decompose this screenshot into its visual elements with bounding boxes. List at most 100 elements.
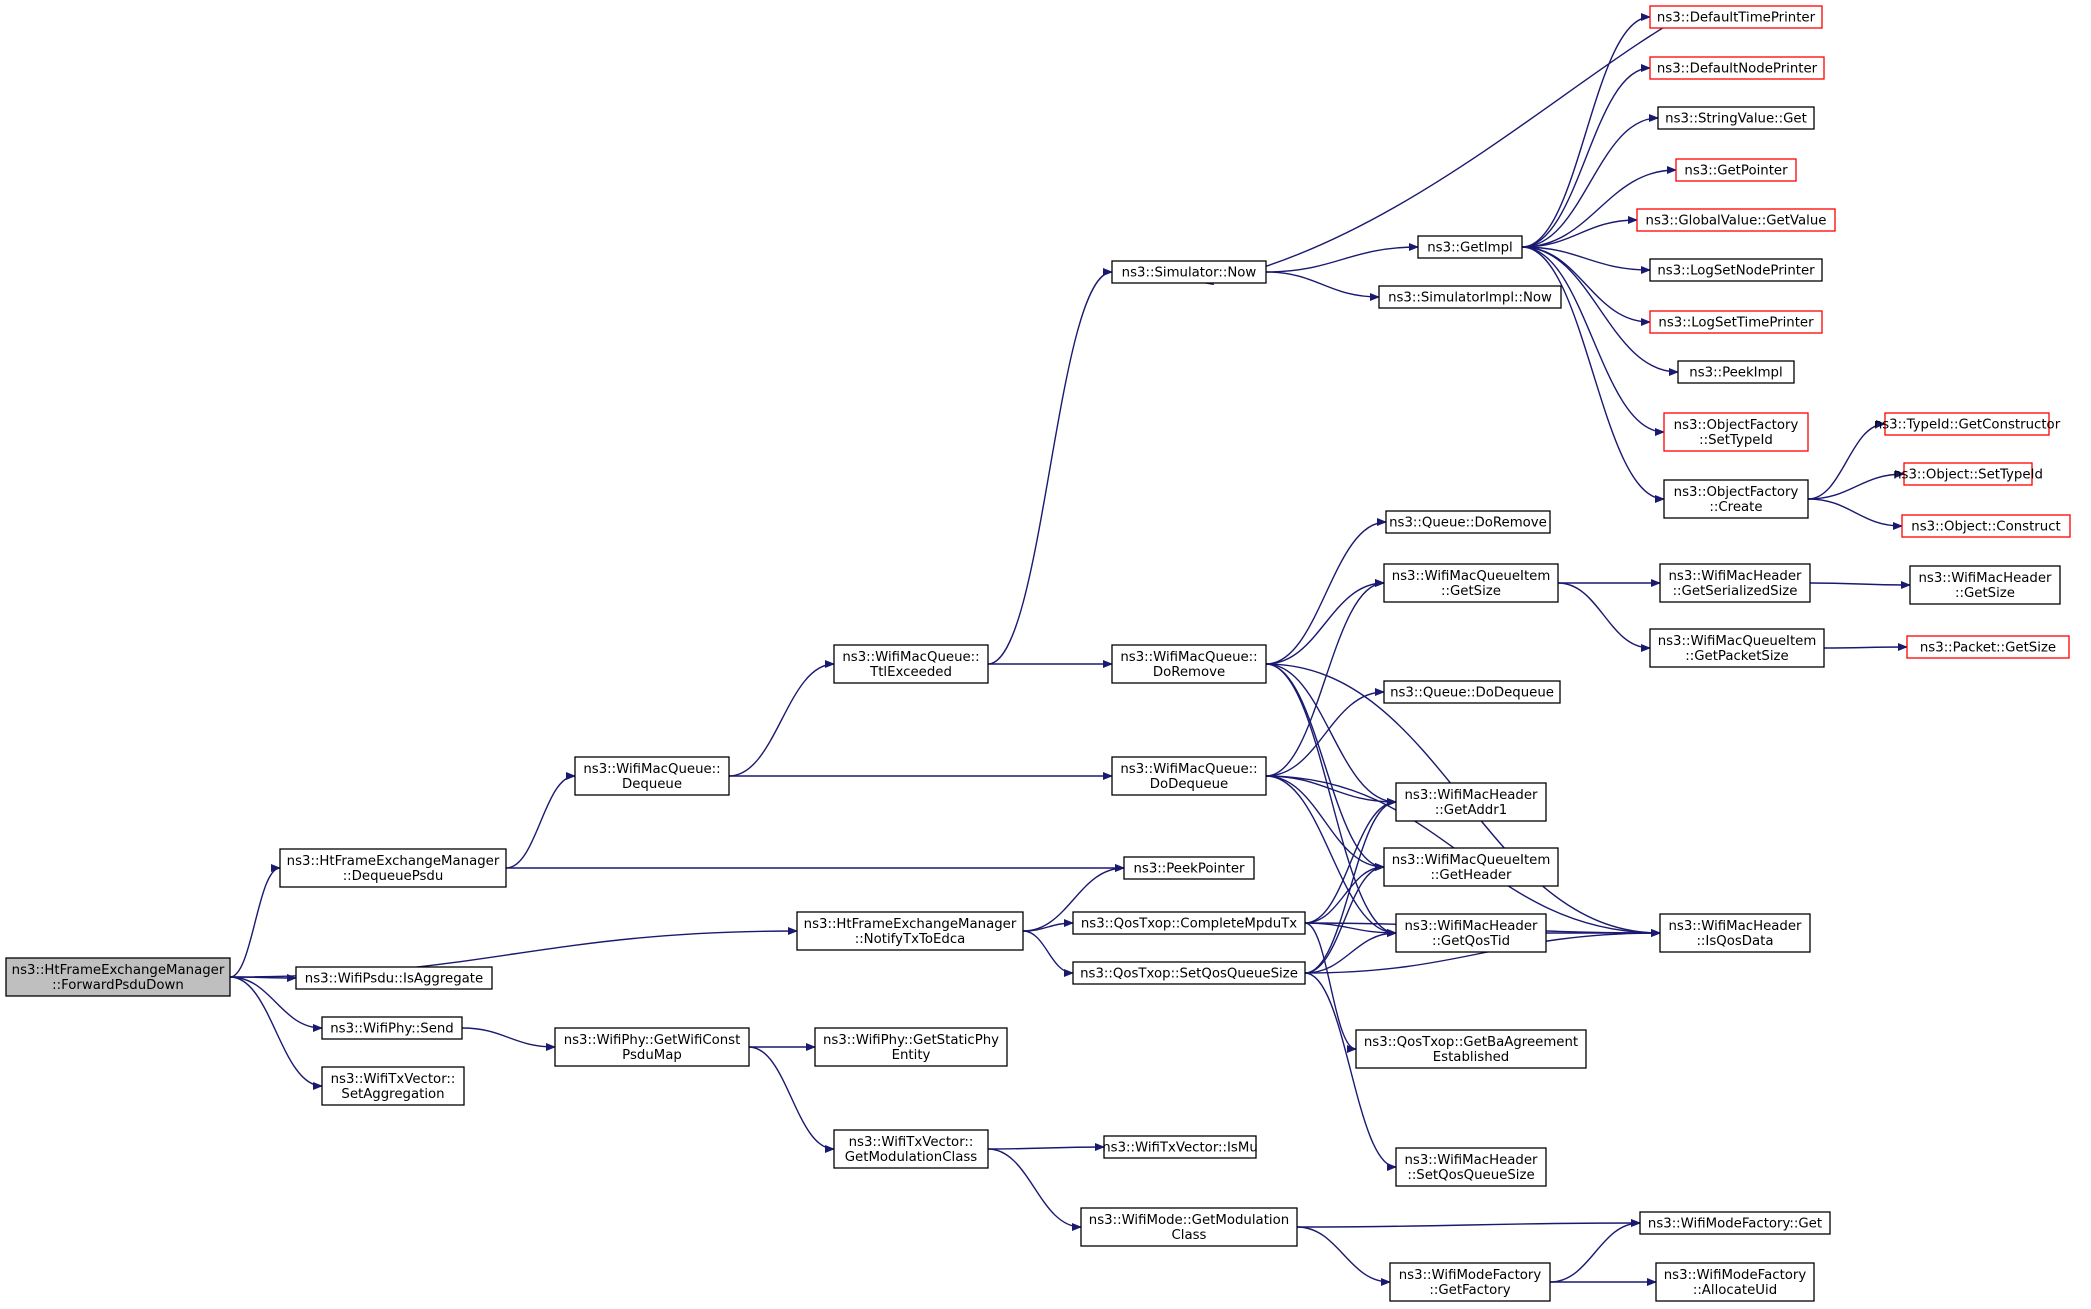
edge-notifytxtoedca-to-peekpointer — [1022, 864, 1125, 932]
node-logsettimeprinter[interactable]: ns3::LogSetTimePrinter — [1649, 310, 1823, 334]
node-objsettypeid[interactable]: ns3::Object::SetTypeId — [1893, 462, 2043, 486]
node-label: ns3::GlobalValue::GetValue — [1646, 214, 1827, 229]
node-queuedoremove[interactable]: ns3::Queue::DoRemove — [1385, 510, 1551, 534]
node-defaulttimeprinter[interactable]: ns3::DefaultTimePrinter — [1649, 5, 1823, 29]
node-isaggregate[interactable]: ns3::WifiPsdu::IsAggregate — [295, 966, 493, 990]
node-box — [1884, 412, 2050, 436]
node-notifytxtoedca[interactable]: ns3::HtFrameExchangeManager::NotifyTxToE… — [796, 911, 1024, 951]
node-box — [1072, 961, 1306, 985]
node-hdrsetqosqueuesize[interactable]: ns3::WifiMacHeader::SetQosQueueSize — [1395, 1147, 1547, 1187]
node-box — [1103, 1135, 1257, 1159]
node-label: ns3::WifiMacQueue:: — [842, 650, 979, 665]
node-getpointer[interactable]: ns3::GetPointer — [1675, 158, 1797, 182]
node-packetgetsize[interactable]: ns3::Packet::GetSize — [1906, 635, 2070, 659]
node-label: TtlExceeded — [869, 665, 952, 680]
edge-getimpl-to-globalvalueget — [1521, 216, 1638, 248]
nodes-layer: ns3::HtFrameExchangeManager::ForwardPsdu… — [5, 5, 2071, 1302]
edge-getimpl-to-getpointer — [1521, 166, 1677, 248]
node-label: Dequeue — [622, 777, 682, 792]
edge-setqosqueuesize-to-isqosdata — [1304, 929, 1661, 974]
node-box — [1383, 563, 1559, 603]
edge-modegetmodulationclass-to-modefactorygetfactory — [1296, 1226, 1391, 1286]
node-setqosqueuesize[interactable]: ns3::QosTxop::SetQosQueueSize — [1072, 961, 1306, 985]
node-label: ns3::QosTxop::GetBaAgreement — [1364, 1035, 1578, 1050]
node-getaddr1[interactable]: ns3::WifiMacHeader::GetAddr1 — [1395, 782, 1547, 822]
node-dequeuepsdu[interactable]: ns3::HtFrameExchangeManager::DequeuePsdu — [279, 848, 507, 888]
node-root[interactable]: ns3::HtFrameExchangeManager::ForwardPsdu… — [5, 957, 231, 997]
node-modegetmodulationclass[interactable]: ns3::WifiMode::GetModulationClass — [1080, 1207, 1298, 1247]
node-label: ns3::Packet::GetSize — [1920, 641, 2056, 656]
node-box — [1072, 911, 1306, 935]
node-getconstructor[interactable]: ns3::TypeId::GetConstructor — [1874, 412, 2061, 436]
node-modefactoryget[interactable]: ns3::WifiModeFactory::Get — [1639, 1211, 1831, 1235]
node-objconstruct[interactable]: ns3::Object::Construct — [1901, 514, 2071, 538]
node-label: ns3::Simulator::Now — [1122, 266, 1257, 281]
node-label: ::SetQosQueueSize — [1407, 1168, 1534, 1183]
node-box — [1657, 106, 1815, 130]
node-defaultnodeprinter[interactable]: ns3::DefaultNodePrinter — [1649, 56, 1825, 80]
node-hdrgetserializedsize[interactable]: ns3::WifiMacHeader::GetSerializedSize — [1659, 563, 1811, 603]
node-completempdutx[interactable]: ns3::QosTxop::CompleteMpduTx — [1072, 911, 1306, 935]
node-itemgetsize[interactable]: ns3::WifiMacQueueItem::GetSize — [1383, 563, 1559, 603]
edge-itemgetsize-to-itemgetpacketsize — [1557, 582, 1651, 652]
node-macqueuedoremove[interactable]: ns3::WifiMacQueue::DoRemove — [1111, 644, 1267, 684]
edge-physend-to-getwificonstpsdumap — [461, 1027, 556, 1051]
edge-macqueuedodequeue-to-getaddr1 — [1265, 775, 1397, 806]
node-macqueuedequeue[interactable]: ns3::WifiMacQueue::Dequeue — [574, 756, 730, 796]
node-txvismu[interactable]: ns3::WifiTxVector::IsMu — [1102, 1135, 1258, 1159]
node-getimpl[interactable]: ns3::GetImpl — [1417, 235, 1523, 259]
node-label: ns3::WifiMacQueue:: — [1120, 650, 1257, 665]
node-allocateuid[interactable]: ns3::WifiModeFactory::AllocateUid — [1655, 1262, 1815, 1302]
node-stringvalueget[interactable]: ns3::StringValue::Get — [1657, 106, 1815, 130]
node-label: ns3::WifiMode::GetModulation — [1089, 1213, 1289, 1228]
node-macqueuedodequeue[interactable]: ns3::WifiMacQueue::DoDequeue — [1111, 756, 1267, 796]
node-simnow[interactable]: ns3::Simulator::Now — [1111, 260, 1267, 284]
edge-defaulttimeprinter-to-simnow — [1203, 5, 1702, 286]
node-logsetnodeprinter[interactable]: ns3::LogSetNodePrinter — [1649, 258, 1823, 282]
node-globalvalueget[interactable]: ns3::GlobalValue::GetValue — [1636, 208, 1836, 232]
node-queuedodequeue[interactable]: ns3::Queue::DoDequeue — [1383, 680, 1561, 704]
node-hdrgetsize[interactable]: ns3::WifiMacHeader::GetSize — [1909, 565, 2061, 605]
node-getqostid[interactable]: ns3::WifiMacHeader::GetQosTid — [1395, 913, 1547, 953]
edge-macqueuedoremove-to-getaddr1 — [1265, 663, 1397, 806]
edge-setqosqueuesize-to-hdrsetqosqueuesize — [1304, 972, 1397, 1171]
node-label: ns3::WifiTxVector::IsMu — [1102, 1141, 1258, 1156]
node-label: ns3::DefaultNodePrinter — [1657, 62, 1818, 77]
node-simimplnow[interactable]: ns3::SimulatorImpl::Now — [1378, 285, 1562, 309]
node-box — [1909, 565, 2061, 605]
node-label: ::SetTypeId — [1699, 433, 1773, 448]
node-isqosdata[interactable]: ns3::WifiMacHeader::IsQosData — [1659, 913, 1811, 953]
node-box — [1659, 913, 1811, 953]
node-box — [833, 1129, 989, 1169]
node-ofcreate[interactable]: ns3::ObjectFactory::Create — [1663, 479, 1809, 519]
node-modefactorygetfactory[interactable]: ns3::WifiModeFactory::GetFactory — [1389, 1262, 1551, 1302]
node-label: ::GetAddr1 — [1435, 803, 1507, 818]
node-label: ::GetHeader — [1430, 868, 1512, 883]
edge-dequeuepsdu-to-macqueuedequeue — [505, 772, 576, 869]
node-box — [554, 1027, 750, 1067]
edge-macqueuedoremove-to-getqostid — [1265, 663, 1397, 937]
node-label: ns3::HtFrameExchangeManager — [12, 963, 225, 978]
node-label: PsduMap — [622, 1048, 682, 1063]
node-txvgetmodulationclass[interactable]: ns3::WifiTxVector::GetModulationClass — [833, 1129, 989, 1169]
node-box — [814, 1027, 1008, 1067]
node-box — [1901, 514, 2071, 538]
edge-getimpl-to-ofcreate — [1521, 246, 1665, 503]
node-peekimpl[interactable]: ns3::PeekImpl — [1677, 360, 1795, 384]
node-ttlexceeded[interactable]: ns3::WifiMacQueue::TtlExceeded — [833, 644, 989, 684]
node-label: ns3::WifiPhy::GetWifiConst — [564, 1033, 741, 1048]
node-itemgetheader[interactable]: ns3::WifiMacQueueItem::GetHeader — [1383, 847, 1559, 887]
node-label: ns3::TypeId::GetConstructor — [1874, 418, 2061, 433]
node-physend[interactable]: ns3::WifiPhy::Send — [321, 1016, 463, 1040]
node-peekpointer[interactable]: ns3::PeekPointer — [1123, 856, 1255, 880]
node-box — [1111, 644, 1267, 684]
node-itemgetpacketsize[interactable]: ns3::WifiMacQueueItem::GetPacketSize — [1649, 628, 1825, 668]
node-box — [5, 957, 231, 997]
node-ofsettypeid[interactable]: ns3::ObjectFactory::SetTypeId — [1663, 412, 1809, 452]
node-setaggregation[interactable]: ns3::WifiTxVector::SetAggregation — [321, 1066, 465, 1106]
node-label: ns3::WifiMacHeader — [1668, 569, 1802, 584]
node-box — [1906, 635, 2070, 659]
